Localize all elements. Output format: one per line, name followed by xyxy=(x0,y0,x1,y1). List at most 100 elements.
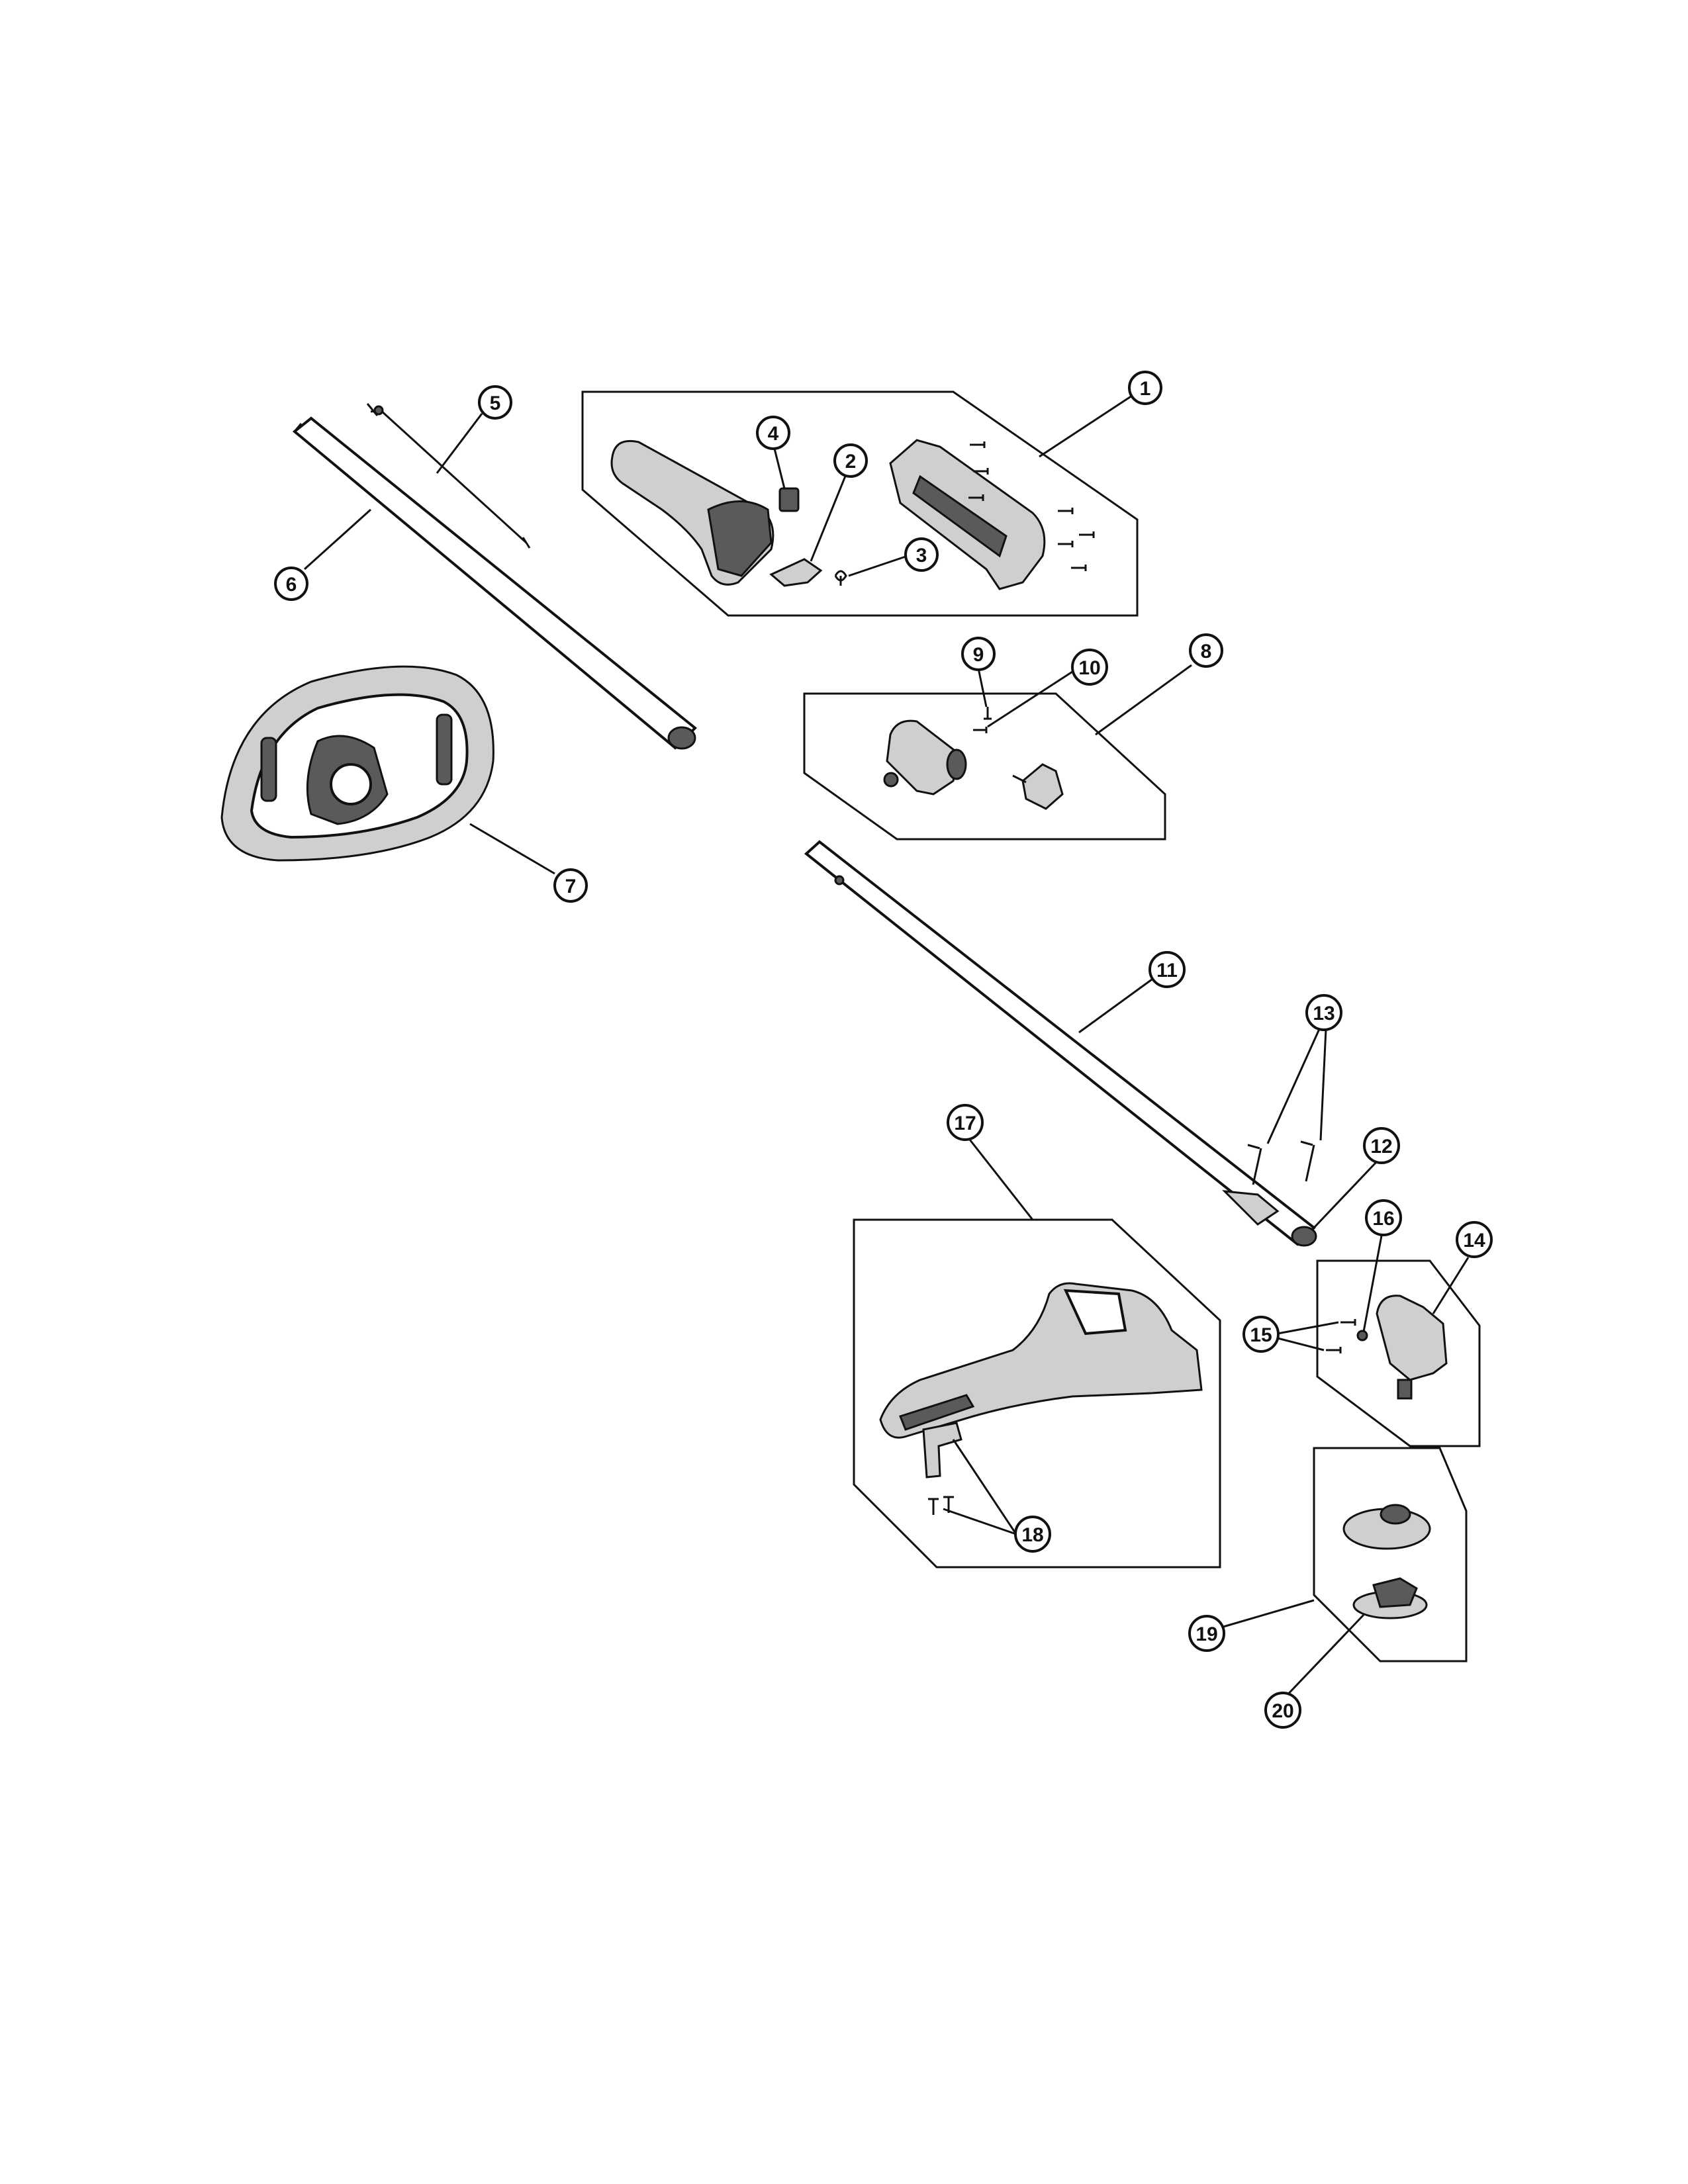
group-8-outline xyxy=(803,692,1166,841)
housing-screws xyxy=(968,441,1095,571)
leader-10 xyxy=(987,670,1073,728)
guard-group xyxy=(853,1218,1221,1569)
leader-4 xyxy=(773,448,786,489)
leader-lines xyxy=(303,394,1470,1701)
screw-15-b xyxy=(1326,1347,1342,1353)
callout-3: 3 xyxy=(904,537,939,572)
tube-plug xyxy=(293,423,303,432)
coupler-body xyxy=(886,719,961,796)
group-17-outline xyxy=(853,1218,1221,1569)
svg-text:20: 20 xyxy=(1272,1700,1293,1722)
leader-20 xyxy=(1282,1614,1365,1701)
aux-clamp-bore xyxy=(330,763,372,805)
callout-2: 2 xyxy=(833,443,868,478)
svg-text:5: 5 xyxy=(490,392,501,414)
guard-ribs xyxy=(899,1394,975,1431)
leader-15b xyxy=(1277,1337,1325,1351)
callout-10: 10 xyxy=(1071,649,1108,686)
group-1-outline xyxy=(581,390,1139,617)
lower-tube-hole xyxy=(834,875,845,886)
spring-part xyxy=(834,570,847,586)
guard-mount xyxy=(1063,1289,1127,1336)
leader-18b xyxy=(943,1508,1017,1535)
switch-cable xyxy=(366,403,531,549)
nut-16 xyxy=(1356,1330,1368,1342)
callout-18: 18 xyxy=(1014,1516,1051,1553)
guard-bracket xyxy=(922,1422,962,1479)
upper-shaft-tube-end xyxy=(667,726,696,750)
upper-tube-group xyxy=(292,403,697,750)
lower-tube-end xyxy=(1291,1226,1317,1247)
svg-text:14: 14 xyxy=(1463,1230,1485,1251)
lower-tube-clamp xyxy=(1221,1190,1280,1226)
spool-hub xyxy=(1380,1504,1411,1525)
svg-text:7: 7 xyxy=(565,876,577,897)
leader-17 xyxy=(968,1139,1034,1220)
callout-17: 17 xyxy=(947,1104,984,1141)
bolts-13 xyxy=(1247,1140,1315,1185)
svg-text:1: 1 xyxy=(1140,378,1151,400)
gearhead-group xyxy=(1316,1259,1481,1447)
bracket-screws xyxy=(928,1496,954,1515)
leader-8 xyxy=(1095,664,1192,736)
handle-housing-group xyxy=(581,390,1139,617)
svg-text:8: 8 xyxy=(1201,641,1212,662)
knob-part xyxy=(1021,763,1064,810)
svg-text:6: 6 xyxy=(286,574,297,596)
screw-15-a xyxy=(1340,1319,1356,1326)
switch-part xyxy=(778,487,800,512)
callout-7: 7 xyxy=(553,868,588,903)
svg-text:15: 15 xyxy=(1250,1324,1272,1346)
screw-10 xyxy=(973,727,988,733)
svg-text:11: 11 xyxy=(1156,960,1178,981)
leader-15a xyxy=(1277,1321,1339,1335)
leader-13a xyxy=(1266,1028,1321,1144)
leader-16 xyxy=(1362,1232,1383,1332)
callout-15: 15 xyxy=(1243,1316,1280,1353)
aux-grip-left xyxy=(260,737,277,802)
group-14-outline xyxy=(1316,1259,1481,1447)
leader-13b xyxy=(1319,1028,1327,1141)
lower-tube-group xyxy=(804,840,1317,1247)
knob-shaft xyxy=(1012,774,1027,784)
handle-inner-rib xyxy=(912,475,1008,558)
callout-12: 12 xyxy=(1363,1127,1400,1164)
lower-shaft-tube xyxy=(804,840,1317,1246)
coupler-group xyxy=(803,692,1166,841)
bolt-13-a xyxy=(1247,1144,1262,1185)
coupler-nut xyxy=(883,772,899,788)
leader-18a xyxy=(952,1439,1017,1535)
trigger-part xyxy=(769,558,823,587)
svg-text:18: 18 xyxy=(1021,1524,1043,1546)
callout-8: 8 xyxy=(1189,633,1223,668)
callout-20: 20 xyxy=(1264,1692,1301,1729)
svg-text:10: 10 xyxy=(1078,657,1100,679)
callout-16: 16 xyxy=(1365,1199,1402,1236)
aux-grip-right xyxy=(436,713,453,786)
gearhead-spindle xyxy=(1397,1379,1413,1400)
callout-11: 11 xyxy=(1149,951,1186,988)
auxiliary-handle xyxy=(220,665,494,862)
callout-19: 19 xyxy=(1188,1615,1225,1652)
callout-9: 9 xyxy=(961,637,996,671)
callout-5: 5 xyxy=(478,385,512,420)
svg-text:2: 2 xyxy=(845,451,857,473)
leader-5 xyxy=(436,413,483,474)
group-19-outline xyxy=(1313,1447,1468,1662)
callout-13: 13 xyxy=(1305,994,1342,1031)
leader-6 xyxy=(303,508,372,570)
svg-text:17: 17 xyxy=(954,1113,976,1134)
bolt-13-b xyxy=(1300,1140,1315,1182)
spool-cap xyxy=(1372,1577,1418,1608)
handle-trigger-guard xyxy=(707,500,773,577)
cable-connector xyxy=(373,405,384,416)
svg-text:4: 4 xyxy=(768,423,779,445)
leader-14 xyxy=(1432,1257,1470,1314)
leader-9 xyxy=(977,668,988,707)
leader-7 xyxy=(469,823,555,875)
leader-11 xyxy=(1078,978,1152,1034)
gearhead-housing xyxy=(1376,1295,1448,1381)
svg-text:16: 16 xyxy=(1372,1208,1394,1230)
leader-1 xyxy=(1039,394,1133,458)
